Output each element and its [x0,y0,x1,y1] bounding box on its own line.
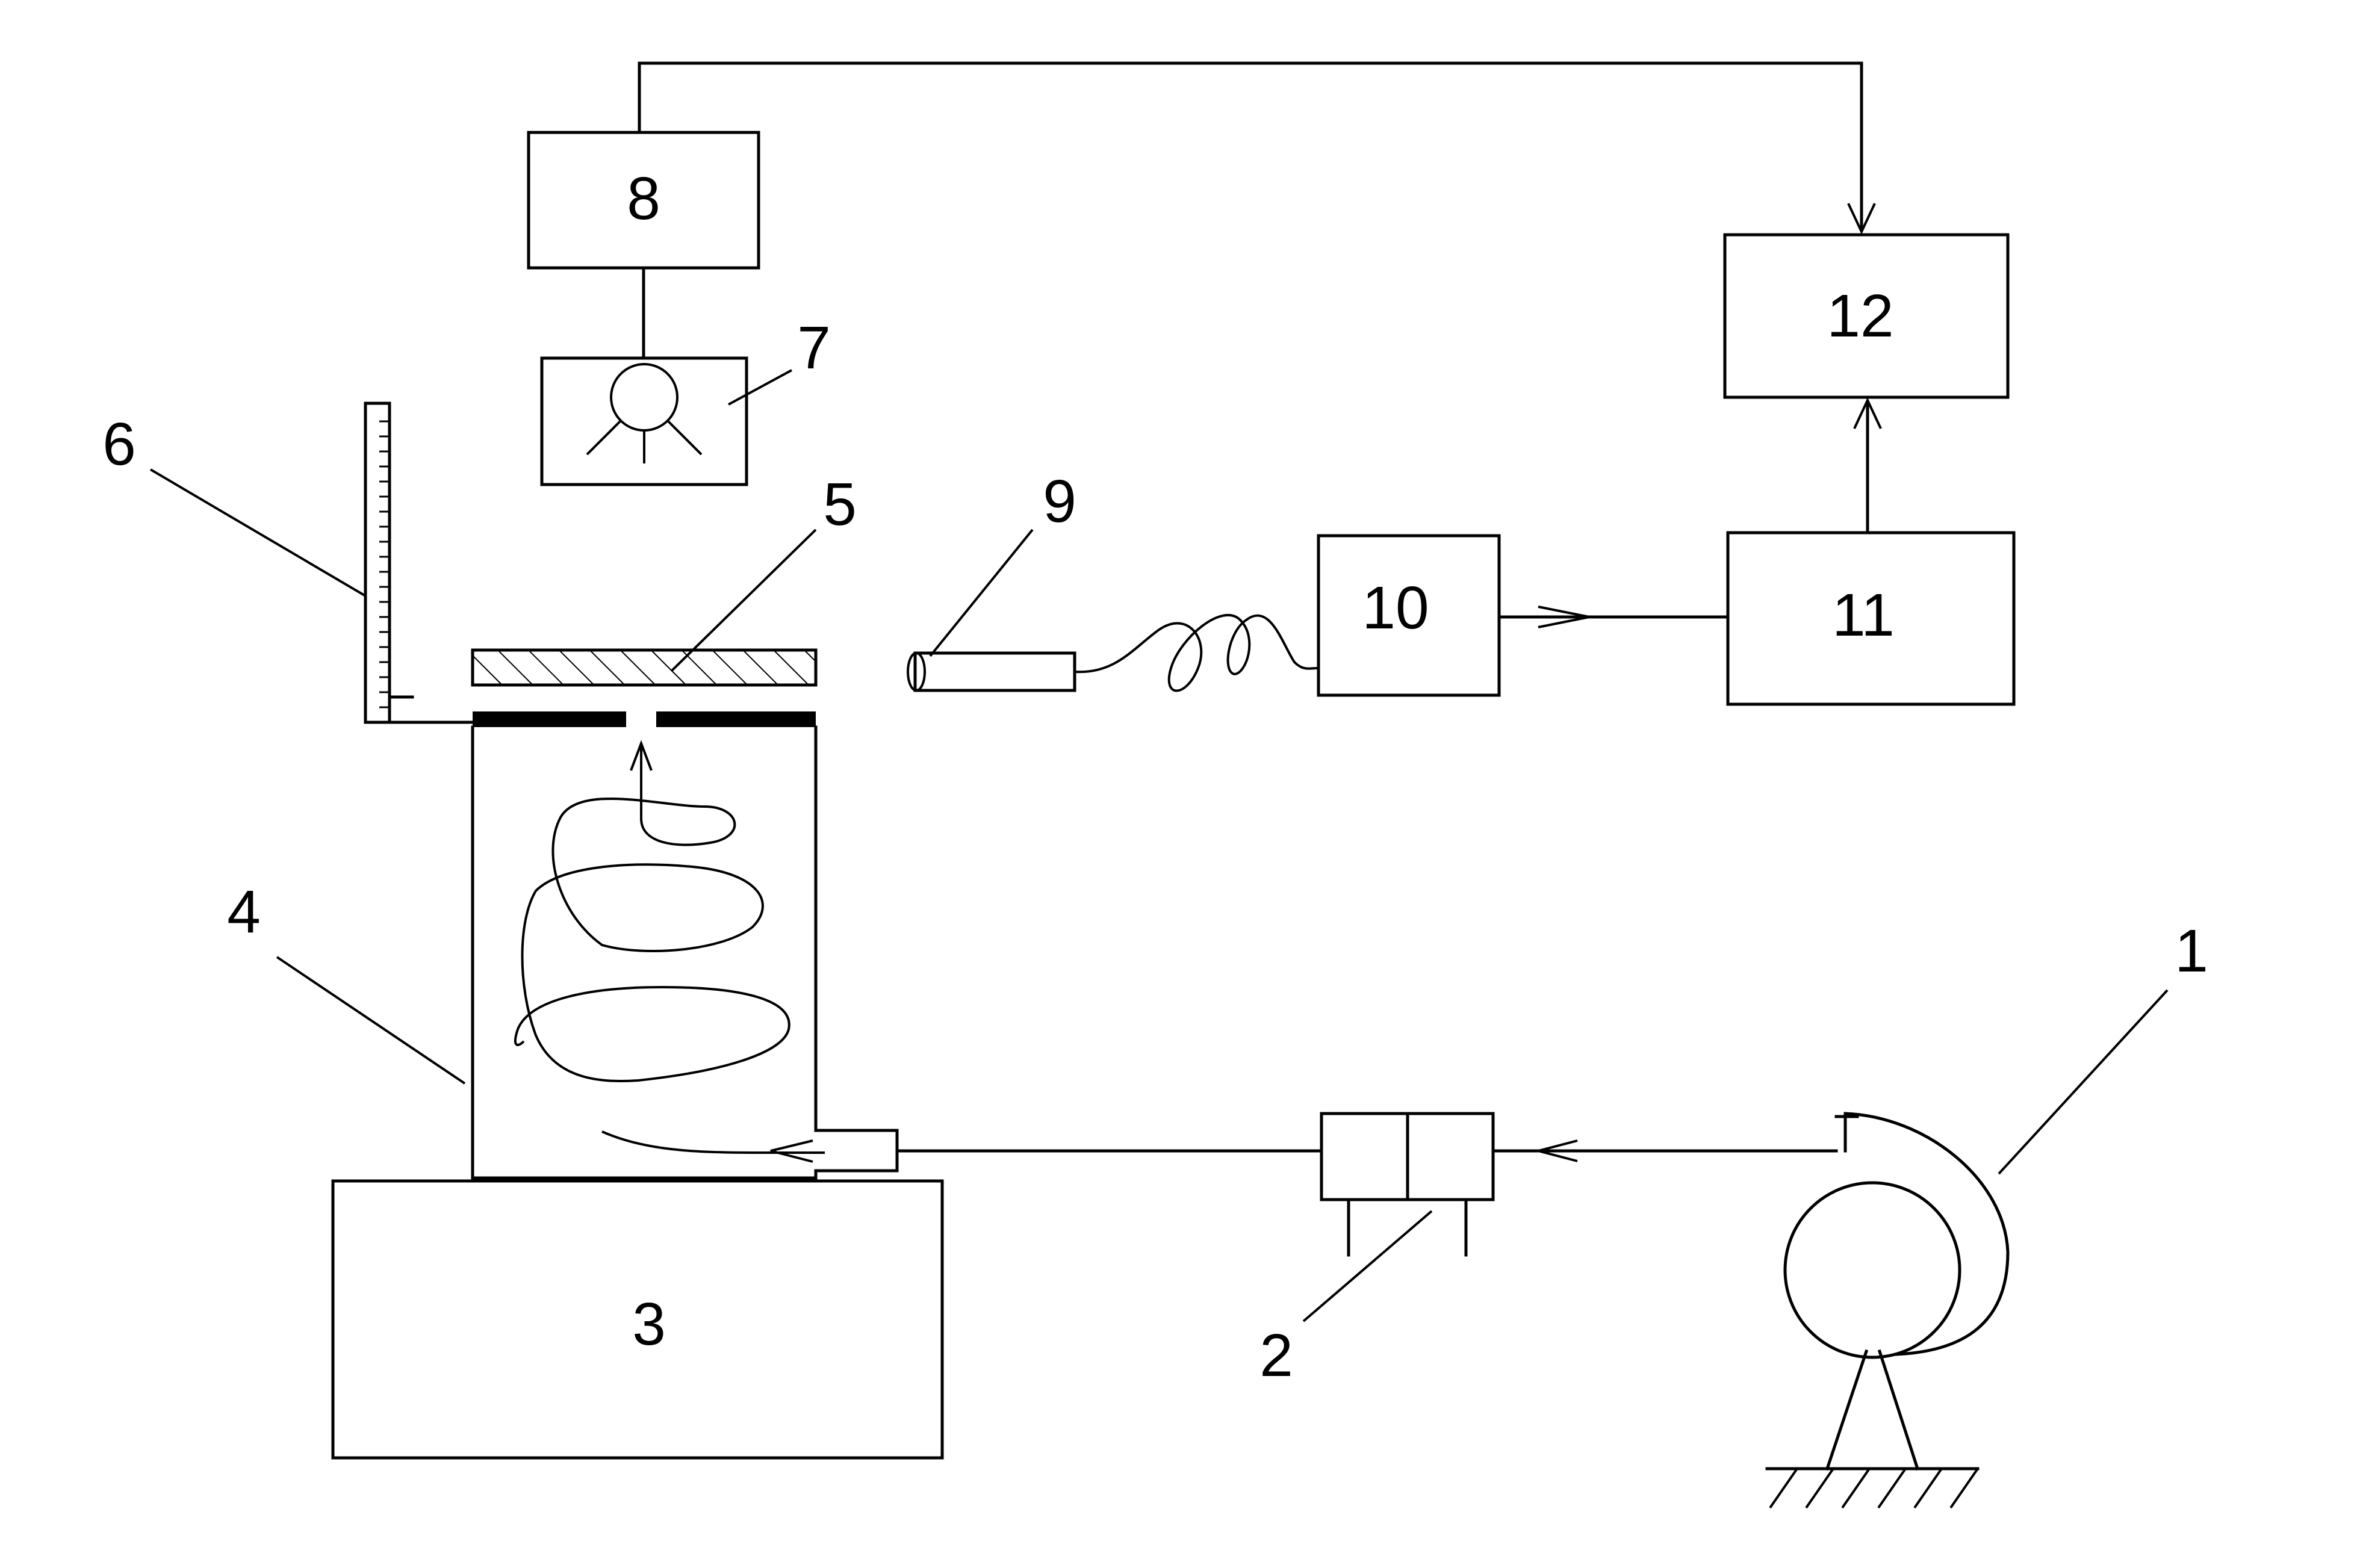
orifice-plate-right [656,711,816,727]
probe [907,614,1319,692]
wire-8-to-12 [638,61,1863,229]
ground-hatch [1769,1467,1979,1509]
centrifugal-fan [1765,1112,2010,1509]
arrowhead-10-to-11 [1538,606,1590,628]
cyclone-chamber [471,725,899,1180]
label-12: 12 [1827,282,1893,350]
amplifier-box: 10 [1317,534,1501,697]
leader-4 [276,956,466,1085]
arrowhead-into-12-from-11 [1853,397,1882,429]
arrowhead-into-12 [1847,203,1876,235]
flowmeter [1320,1112,1495,1257]
arrowhead-into-flowmeter [1533,1139,1578,1162]
label-4: 4 [227,878,261,946]
label-2: 2 [1259,1322,1293,1389]
swirl-flow [514,746,825,1154]
label-10: 10 [1362,574,1429,642]
label-1: 1 [2175,917,2208,985]
swirl-arrowhead [630,740,653,771]
label-5: 5 [823,471,857,538]
height-ruler [364,401,474,724]
leader-9 [929,528,1034,657]
label-3: 3 [632,1291,666,1358]
label-11: 11 [1832,581,1895,649]
leader-7 [728,369,792,406]
label-7: 7 [797,314,831,382]
inlet-arrowhead [770,1139,813,1163]
lamp-controller-box: 8 [527,131,760,270]
base-block: 3 [331,1179,944,1460]
label-8: 8 [627,165,660,232]
probe-cable [1074,614,1319,692]
label-9: 9 [1043,468,1076,535]
lamp [540,356,748,486]
leader-5 [670,528,817,672]
leader-6 [149,468,367,597]
leader-2 [1302,1210,1433,1322]
orifice-plate-left [473,711,626,727]
leader-1 [1998,989,2169,1175]
test-plate [471,648,818,687]
converter-box: 11 [1726,531,2016,706]
ruler-ticks [379,420,390,708]
computer-box: 12 [1723,233,2010,399]
label-6: 6 [102,411,136,478]
